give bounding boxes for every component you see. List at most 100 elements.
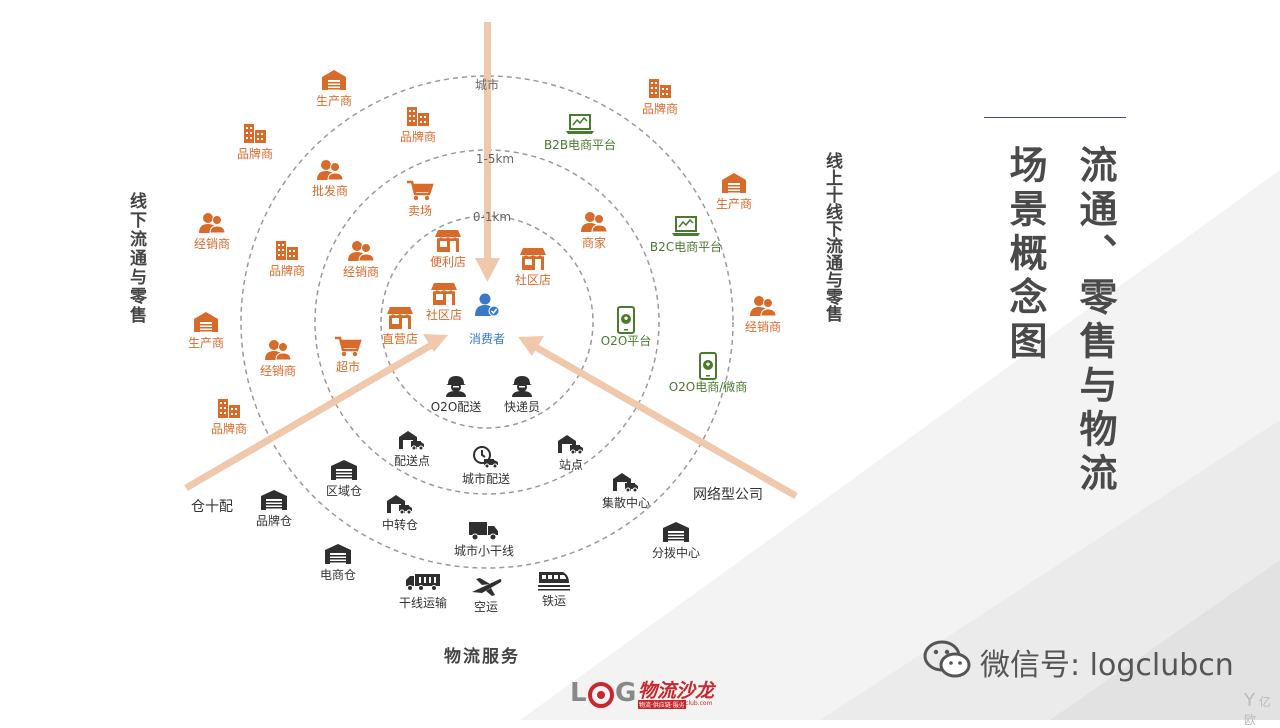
warehouse-icon bbox=[260, 489, 288, 515]
node-label-shengchan_r: 生产商 bbox=[715, 197, 753, 211]
right-arrow bbox=[518, 336, 798, 500]
node-label-zhiying: 直营店 bbox=[381, 332, 419, 346]
right-vertical-title: 线上十线下流通与零售 bbox=[822, 152, 842, 322]
ring-label-outer: 城市 bbox=[474, 78, 500, 92]
node-label-pinpai_l2: 品牌商 bbox=[268, 264, 306, 278]
factory-icon bbox=[720, 172, 748, 198]
wechat-id: 微信号: logclubcn bbox=[980, 648, 1234, 683]
people-icon bbox=[749, 295, 777, 321]
node-label-o2opeisong: O2O配送 bbox=[430, 400, 482, 414]
node-label-sheng1: 生产商 bbox=[315, 94, 353, 108]
node-label-b2c: B2C电商平台 bbox=[649, 240, 723, 254]
node-label-zhongzhuan: 中转仓 bbox=[381, 518, 419, 532]
node-label-jingxiao_r: 经销商 bbox=[744, 320, 782, 334]
building-icon bbox=[216, 397, 242, 423]
airplane-icon bbox=[470, 575, 502, 601]
node-label-maichang: 卖场 bbox=[407, 204, 433, 218]
node-label-b2b: B2B电商平台 bbox=[543, 138, 617, 152]
node-label-chaoshi: 超市 bbox=[335, 360, 361, 374]
logo-letter-g: G bbox=[615, 678, 637, 708]
store-icon bbox=[430, 282, 458, 310]
store-icon bbox=[519, 247, 547, 275]
node-label-jisan: 集散中心 bbox=[601, 496, 651, 510]
cart-icon bbox=[406, 179, 434, 205]
courier-icon bbox=[510, 375, 534, 401]
node-label-jingxiao_l1: 经销商 bbox=[193, 237, 231, 251]
people-icon bbox=[198, 212, 226, 238]
building-icon bbox=[405, 105, 431, 131]
building-icon bbox=[647, 77, 673, 103]
depot-truck-icon bbox=[398, 429, 426, 455]
logo-sub1: 物流·供应链·服务 bbox=[638, 700, 686, 709]
factory-icon bbox=[320, 69, 348, 95]
node-label-pinpai_top: 品牌商 bbox=[399, 130, 437, 144]
arrow-label-right: 网络型公司 bbox=[693, 487, 763, 503]
node-label-chengshipeisong: 城市配送 bbox=[461, 472, 511, 486]
node-label-ganxian: 干线运输 bbox=[398, 596, 448, 610]
depot-truck-icon bbox=[386, 493, 414, 519]
logo-letter-l: L bbox=[570, 678, 587, 708]
node-label-pinpai_l3: 品牌商 bbox=[210, 422, 248, 436]
depot-truck-icon bbox=[557, 433, 585, 459]
node-label-peisongdian: 配送点 bbox=[393, 454, 431, 468]
laptop-icon bbox=[671, 215, 701, 241]
arrow-label-left: 仓十配 bbox=[191, 499, 233, 515]
node-label-jingxiao_l2: 经销商 bbox=[342, 265, 380, 279]
cart-icon bbox=[334, 335, 362, 361]
node-label-pinpai_tr: 品牌商 bbox=[641, 102, 679, 116]
node-label-o2oweishang: O2O电商/微商 bbox=[668, 380, 748, 394]
node-label-tieyun: 铁运 bbox=[541, 594, 567, 608]
semi-truck-icon bbox=[405, 572, 441, 596]
store-icon bbox=[434, 229, 462, 257]
main-title-col1: 流通、零售与物流 bbox=[1073, 145, 1117, 497]
node-label-chengshixiaogan: 城市小干线 bbox=[453, 544, 515, 558]
ring-label-middle: 1-5km bbox=[475, 152, 515, 166]
consumer-label: 消费者 bbox=[468, 332, 506, 346]
node-label-shequ1: 社区店 bbox=[514, 273, 552, 287]
logo: L G 物流沙龙 物流·供应链·服务 logclub.com bbox=[566, 678, 716, 712]
depot-truck-icon bbox=[612, 471, 640, 497]
node-label-pinpaicang: 品牌仓 bbox=[255, 514, 293, 528]
people-icon bbox=[347, 240, 375, 266]
store-icon bbox=[386, 306, 414, 334]
top-arrow bbox=[475, 22, 500, 282]
truck-icon bbox=[468, 519, 500, 545]
node-label-shangjia: 商家 bbox=[581, 236, 607, 250]
node-label-pifa: 批发商 bbox=[311, 184, 349, 198]
node-label-o2o: O2O平台 bbox=[600, 334, 652, 348]
main-title-col2: 场景概念图 bbox=[1003, 145, 1047, 365]
logo-brand: 物流沙龙 bbox=[638, 680, 715, 702]
logo-target-icon bbox=[588, 682, 614, 708]
factory-icon bbox=[192, 311, 220, 337]
left-arrow bbox=[184, 334, 448, 492]
train-icon bbox=[537, 569, 571, 595]
people-icon bbox=[264, 339, 292, 365]
logo-sub2: logclub.com bbox=[676, 700, 713, 707]
node-label-dianshangcang: 电商仓 bbox=[319, 568, 357, 582]
outer-ring bbox=[240, 75, 734, 569]
title-rule bbox=[984, 117, 1126, 118]
building-icon bbox=[274, 239, 300, 265]
phone-icon bbox=[615, 306, 637, 338]
user-check-icon bbox=[475, 293, 500, 317]
building-icon bbox=[242, 122, 268, 148]
courier-icon bbox=[444, 375, 468, 401]
bottom-title: 物流服务 bbox=[444, 647, 520, 667]
watermark-icon: Y bbox=[1244, 690, 1255, 711]
node-label-kuaidi: 快递员 bbox=[503, 400, 541, 414]
clock-truck-icon bbox=[472, 446, 500, 474]
node-label-fenbo: 分拨中心 bbox=[651, 546, 701, 560]
warehouse-icon bbox=[324, 543, 352, 569]
node-label-shequ2: 社区店 bbox=[425, 308, 463, 322]
node-label-quyucang: 区域仓 bbox=[325, 484, 363, 498]
node-label-bianli: 便利店 bbox=[429, 255, 467, 269]
node-label-jingxiao_l3: 经销商 bbox=[259, 364, 297, 378]
watermark: Y 亿欧 bbox=[1244, 690, 1280, 728]
phone-icon bbox=[697, 352, 719, 384]
people-icon bbox=[580, 211, 608, 237]
node-label-shengchan_l: 生产商 bbox=[187, 336, 225, 350]
people-icon bbox=[316, 159, 344, 185]
node-label-zhandian: 站点 bbox=[558, 458, 584, 472]
